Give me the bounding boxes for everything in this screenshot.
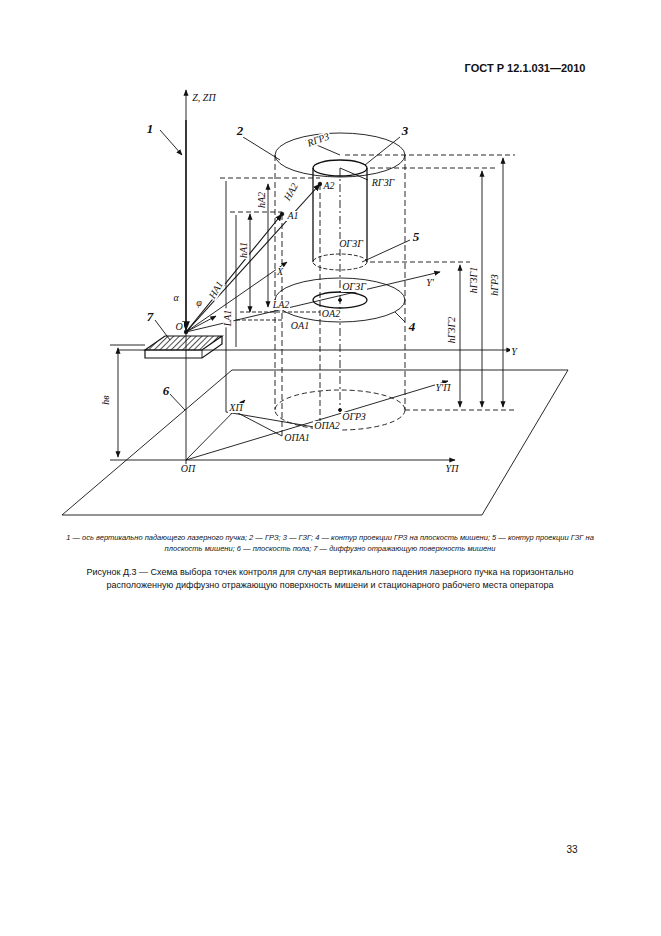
callout-number: 7 [146,310,155,323]
point-label: A1 [286,211,299,221]
callout-number: 2 [236,124,245,137]
angle-label: α [172,293,179,303]
dimension-label: hГЗГ2 [447,316,457,345]
dimension-label: hв [101,394,111,405]
dimension-label: hГЗГ1 [469,266,479,295]
figure-caption: Рисунок Д.3 — Схема выбора точек контрол… [52,566,608,591]
axis-label: XП [228,403,243,413]
callout-number: 4 [408,320,417,333]
point-label: OA1 [290,321,310,331]
callout-number: 6 [162,384,171,397]
axis-label: Y [510,347,518,357]
point-label: OП [180,464,196,474]
dimension-label: LA2 [272,300,291,310]
point-label: OПА1 [283,433,311,443]
axis-label: X [276,267,284,277]
axis-label: YП [445,464,460,474]
point-label: OПА2 [313,421,341,431]
callout-number: 5 [412,230,421,243]
axis-label: Y' [425,278,435,288]
legend-note: 1 — ось вертикально падающего лазерного … [59,532,601,555]
axis-label: Y'П [435,383,452,393]
axis-label: Z, ZП [191,93,216,103]
point-label: O [174,322,183,332]
callout-number: 3 [401,124,410,137]
point-label: OГРЗ [341,412,367,422]
dimension-label: RГРЗ [305,131,331,149]
point-label: OГЗГ [341,282,367,292]
dimension-label: hA2 [257,191,267,209]
dimension-label: HA2 [282,181,301,204]
angle-label: φ [195,298,203,308]
dimension-label: RГЗГ [371,178,396,188]
callout-number: 1 [146,122,155,135]
dimension-label: LA1 [223,309,233,328]
point-label: OA2 [321,309,341,319]
dimension-label: hГРЗ [490,273,500,296]
dimension-label: hA1 [239,241,249,259]
page-header: ГОСТ Р 12.1.031—2010 [464,63,587,74]
page-number: 33 [565,845,578,855]
point-label: A2 [322,181,335,191]
dimension-label: HA1 [207,279,226,302]
point-label: OГЗГ [338,239,364,249]
